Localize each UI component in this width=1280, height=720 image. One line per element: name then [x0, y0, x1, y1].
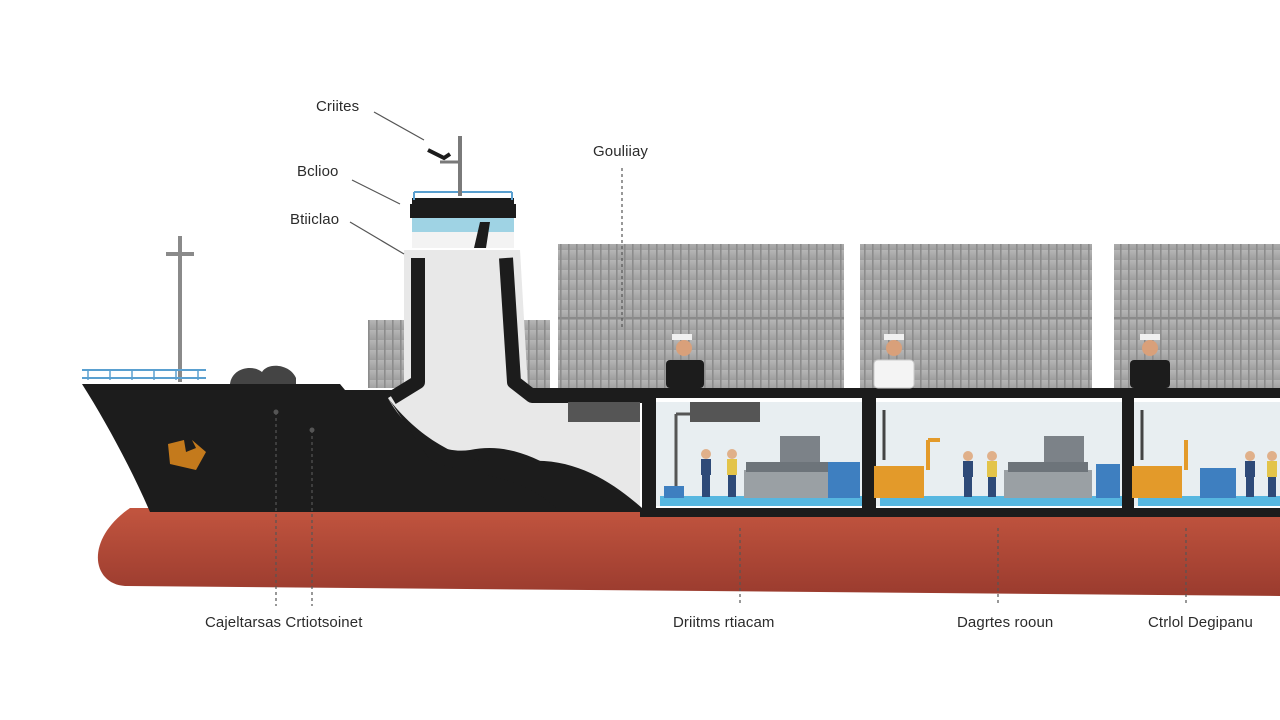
- hull-lower: [97, 508, 1280, 596]
- label-dagrtes: Dagrtes rooun: [957, 614, 1054, 631]
- leader-lines: [275, 111, 1187, 606]
- mast-icon: [166, 236, 194, 382]
- label-driitms: Driitms rtiacam: [673, 614, 775, 631]
- bow-windlass: [230, 365, 296, 384]
- container-stacks: [368, 244, 1280, 390]
- bow-emblem-icon: [168, 440, 206, 470]
- machinery-room-1: [664, 412, 860, 498]
- label-bclioo: Bclioo: [297, 163, 339, 180]
- tower-outline: [388, 257, 642, 404]
- label-ctrlol: Ctrlol Degipanu: [1148, 614, 1253, 631]
- label-criites: Criites: [316, 98, 360, 115]
- bridge: [410, 191, 516, 248]
- label-gouliiay: Gouliiay: [593, 143, 648, 160]
- main-deck: [520, 388, 1280, 398]
- bow-railing: [82, 369, 206, 380]
- lower-deck-line: [640, 508, 1280, 517]
- machinery-room-3: [1132, 410, 1236, 498]
- tower-interior-curve: [388, 398, 642, 512]
- label-btiiclao: Btiiclao: [290, 211, 340, 228]
- machinery-rooms: [568, 398, 1280, 512]
- crew-icon: [666, 334, 1170, 389]
- label-cajeltarsas: Cajeltarsas Crtiotsoinet: [205, 614, 363, 631]
- radar-icon: [427, 136, 462, 196]
- machinery-room-2: [874, 410, 1120, 498]
- worker-icon: [701, 449, 1277, 497]
